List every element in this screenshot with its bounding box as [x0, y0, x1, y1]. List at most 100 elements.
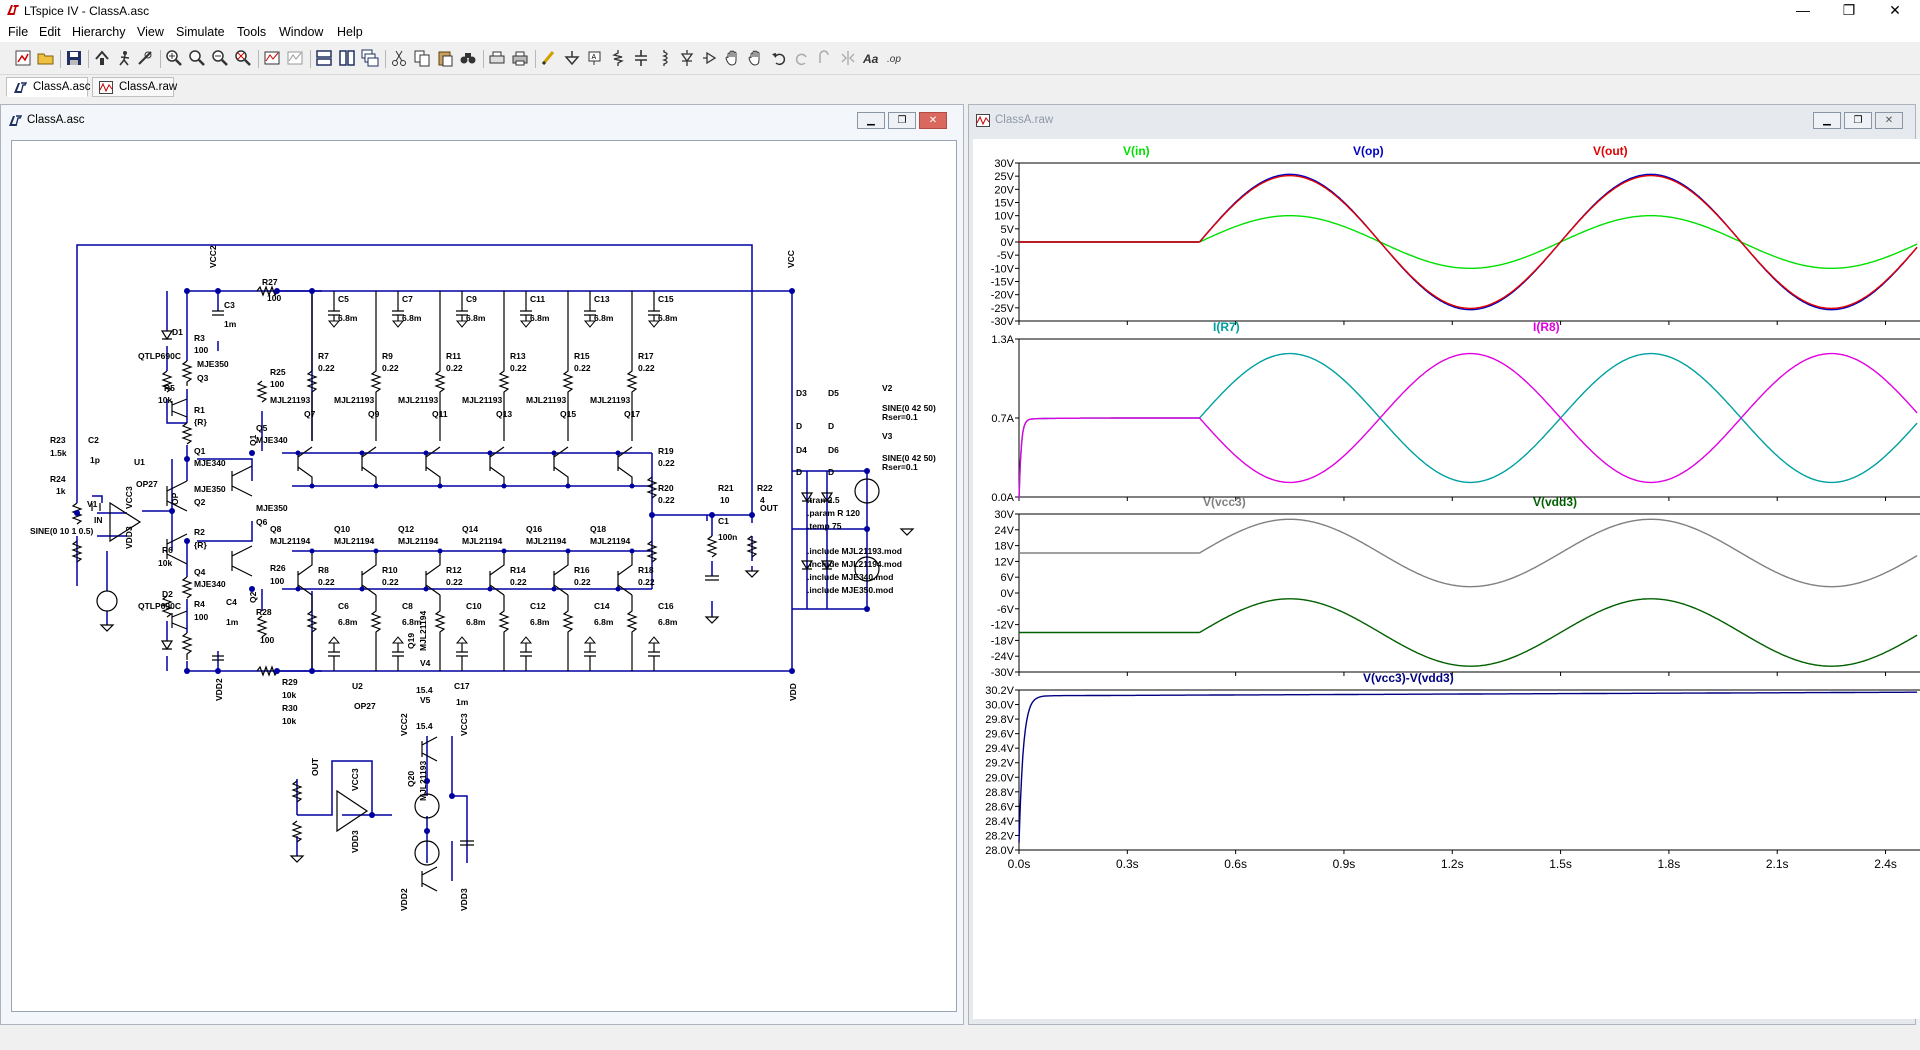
- child-close-button[interactable]: ✕: [1875, 112, 1903, 129]
- menu-file[interactable]: File: [8, 25, 29, 39]
- tab-classa-raw[interactable]: ClassA.raw: [92, 77, 177, 97]
- place-resistor-icon[interactable]: [609, 49, 627, 67]
- label-res-value: 0.22: [510, 363, 527, 373]
- drag-hand-icon[interactable]: [747, 49, 765, 67]
- label-transistor: Q15: [560, 409, 576, 419]
- move-hand-icon[interactable]: [724, 49, 742, 67]
- series-legend-label[interactable]: V(op): [1353, 144, 1384, 158]
- label-res: R17: [638, 351, 654, 361]
- pane-frame: [1018, 513, 1920, 673]
- series-legend-label[interactable]: V(vcc3)-V(vdd3): [1363, 671, 1454, 685]
- control-panel-icon[interactable]: [93, 49, 111, 67]
- child-restore-button[interactable]: ❐: [1844, 112, 1872, 129]
- spice-directives: .tran 2.5 .param R 120 .temp 75 .include…: [807, 495, 902, 595]
- child-minimize-button[interactable]: ▁: [1813, 112, 1841, 129]
- redo-icon[interactable]: [793, 49, 811, 67]
- directive-line: .include MJE350.mod: [807, 585, 893, 595]
- paste-icon[interactable]: [436, 49, 454, 67]
- series-legend-label[interactable]: I(R7): [1213, 320, 1240, 334]
- menu-view[interactable]: View: [137, 25, 164, 39]
- text-icon[interactable]: Aa: [862, 49, 880, 67]
- undo-icon[interactable]: [770, 49, 788, 67]
- run-icon[interactable]: [116, 49, 134, 67]
- zoom-out-icon[interactable]: [211, 49, 229, 67]
- label-res: R8: [318, 565, 329, 575]
- zoom-fit-icon[interactable]: [234, 49, 252, 67]
- schematic-window-title: ClassA.asc: [27, 114, 85, 126]
- series-legend-label[interactable]: V(vcc3): [1203, 495, 1246, 509]
- place-capacitor-icon[interactable]: [632, 49, 650, 67]
- print-preview-icon[interactable]: [488, 49, 506, 67]
- save-icon[interactable]: [65, 49, 83, 67]
- child-minimize-button[interactable]: ▁: [857, 112, 885, 129]
- series-legend-label[interactable]: V(out): [1593, 144, 1628, 158]
- label-r22: R22: [757, 483, 773, 493]
- waveform-pane[interactable]: 30V24V18V12V6V0V-6V-12V-18V-24V-30VV(vcc…: [991, 495, 1920, 679]
- open-folder-icon[interactable]: [37, 49, 55, 67]
- place-diode-icon[interactable]: [678, 49, 696, 67]
- menu-edit[interactable]: Edit: [39, 25, 61, 39]
- label-cap: C8: [402, 601, 413, 611]
- label-r1v: {R}: [194, 417, 207, 427]
- tile-horizontal-icon[interactable]: [315, 49, 333, 67]
- menu-help[interactable]: Help: [337, 25, 363, 39]
- series-legend-label[interactable]: V(vdd3): [1533, 495, 1577, 509]
- cut-icon[interactable]: [390, 49, 408, 67]
- series-legend-label[interactable]: I(R8): [1533, 320, 1560, 334]
- svg-text:A: A: [592, 54, 597, 61]
- tile-vertical-icon[interactable]: [338, 49, 356, 67]
- ground-icon: [455, 320, 469, 328]
- waveform-pane[interactable]: 30.2V30.0V29.8V29.6V29.4V29.2V29.0V28.8V…: [985, 671, 1920, 857]
- resistor-symbol: [306, 291, 318, 441]
- label-net-icon[interactable]: A: [586, 49, 604, 67]
- copy-icon[interactable]: [413, 49, 431, 67]
- transistor-symbol: [489, 446, 505, 486]
- component-labels: D1 QTLP690C R3 100 C3 1m R27 100 MJE350 …: [30, 277, 936, 801]
- label-res-value: 0.22: [574, 363, 591, 373]
- label-r21v: 10: [720, 495, 730, 505]
- junction-dot: [501, 548, 507, 554]
- waveform-chart: 30V25V20V15V10V5V0V-5V-10V-15V-20V-25V-3…: [985, 144, 1920, 871]
- menu-simulate[interactable]: Simulate: [176, 25, 225, 39]
- new-schematic-icon[interactable]: [14, 49, 32, 67]
- minimize-button[interactable]: —: [1796, 2, 1810, 18]
- spice-directive-icon[interactable]: .op: [885, 49, 903, 67]
- child-restore-button[interactable]: ❐: [888, 112, 916, 129]
- place-component-icon[interactable]: [701, 49, 719, 67]
- maximize-button[interactable]: ❐: [1842, 2, 1856, 18]
- cascade-icon[interactable]: [361, 49, 379, 67]
- waveform-pane[interactable]: 30V25V20V15V10V5V0V-5V-10V-15V-20V-25V-3…: [991, 144, 1920, 328]
- place-inductor-icon[interactable]: [655, 49, 673, 67]
- zoom-in-icon[interactable]: [165, 49, 183, 67]
- transistor-symbol: [425, 446, 441, 486]
- mirror-icon[interactable]: [839, 49, 857, 67]
- junction-dot: [423, 450, 429, 456]
- tab-classa-asc[interactable]: ClassA.asc: [6, 77, 91, 97]
- ground-icon: [327, 636, 341, 644]
- rotate-icon[interactable]: [816, 49, 834, 67]
- label-cap-value: 6.8m: [402, 313, 422, 323]
- series-legend-label[interactable]: V(in): [1123, 144, 1150, 158]
- halt-icon[interactable]: [136, 49, 154, 67]
- pan-icon[interactable]: [188, 49, 206, 67]
- net-vcc3-q19: VCC3: [459, 713, 469, 736]
- menu-hierarchy[interactable]: Hierarchy: [72, 25, 126, 39]
- label-transistor: Q8: [270, 524, 282, 534]
- close-button[interactable]: ✕: [1889, 2, 1901, 18]
- menu-window[interactable]: Window: [279, 25, 324, 39]
- label-cap-value: 6.8m: [594, 617, 614, 627]
- junction-dot: [359, 586, 365, 592]
- ground-icon[interactable]: [563, 49, 581, 67]
- find-icon[interactable]: [459, 49, 477, 67]
- waveform-pane[interactable]: 1.3A0.7A0.0AI(R7)I(R8): [991, 320, 1920, 504]
- print-icon[interactable]: [511, 49, 529, 67]
- draw-wire-icon[interactable]: [540, 49, 558, 67]
- child-close-button[interactable]: ✕: [919, 112, 947, 129]
- manual-limits-icon[interactable]: [286, 49, 304, 67]
- menu-tools[interactable]: Tools: [237, 25, 267, 39]
- autorange-icon[interactable]: [263, 49, 281, 67]
- series-line: [1019, 598, 1918, 667]
- junction-dot: [295, 586, 301, 592]
